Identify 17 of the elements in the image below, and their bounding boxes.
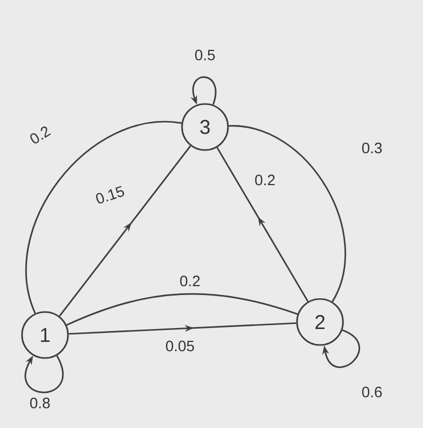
edge-label: 0.8 (28, 396, 52, 410)
edge-label: 0.2 (26, 124, 54, 146)
edge-label: 0.05 (164, 340, 196, 352)
edge-label: 0.2 (178, 274, 202, 288)
connector-line (228, 125, 346, 302)
arrow (58, 145, 192, 317)
edge-label: 0.6 (360, 386, 384, 398)
arrow (216, 147, 309, 302)
connector-line (25, 121, 182, 314)
edge-label: 0.3 (360, 142, 384, 154)
self-loop-arrow (24, 355, 64, 394)
edge-label: 0.2 (254, 174, 276, 186)
self-loop-arrow (322, 329, 360, 368)
connector-line (66, 293, 298, 326)
edge-label: 0.5 (194, 48, 216, 62)
edge-label: 0.15 (93, 184, 127, 206)
arrow (68, 322, 296, 335)
